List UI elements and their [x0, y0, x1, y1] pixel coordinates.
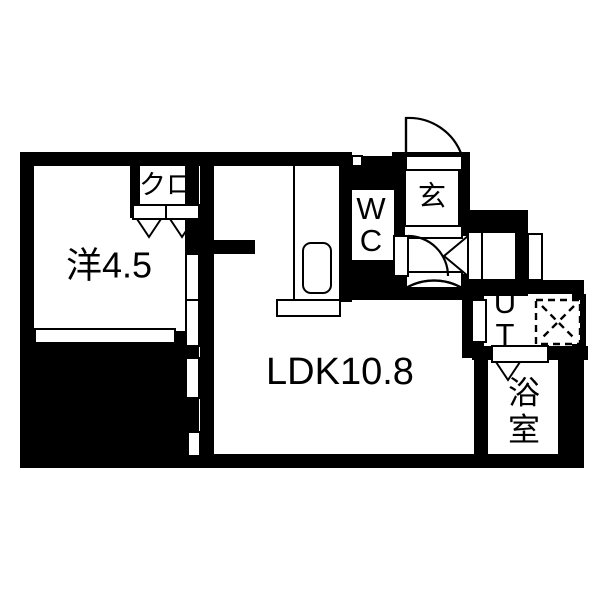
utility-label-line2: T	[496, 317, 515, 352]
closet-label: クロ	[139, 170, 193, 200]
washing-machine-x-icon	[541, 305, 575, 339]
toilet-floor	[350, 190, 394, 260]
ldk-label: LDK10.8	[266, 351, 414, 393]
ldk-upper-notch	[214, 166, 294, 236]
closet-door-panel-right[interactable]	[165, 204, 200, 220]
kitchen-sink-icon	[302, 242, 332, 294]
room-interiors	[34, 159, 572, 454]
wall-wc-bottom	[340, 260, 406, 274]
bathroom-label-line2: 室	[508, 411, 540, 447]
bathroom-door-arrow	[495, 361, 521, 382]
room-sliding-door-bottom[interactable]	[185, 357, 200, 399]
wall-corridor-right	[516, 232, 528, 282]
genkan-label: 玄	[418, 180, 446, 211]
western-room-label: 洋4.5	[66, 245, 152, 286]
wall-bath-right	[558, 356, 584, 468]
entrance-door-leaf[interactable]	[405, 155, 463, 171]
entrance-door-swing-arc	[404, 116, 464, 157]
utility-door-slot[interactable]	[471, 299, 487, 343]
closet-door-arrow-right	[169, 218, 195, 239]
wall-bath-bottom	[474, 454, 584, 468]
wall-closet-left	[130, 166, 140, 211]
toilet-door-leaf[interactable]	[393, 235, 409, 277]
closet-door-panel-left[interactable]	[132, 204, 167, 220]
wall-bath-left	[474, 356, 488, 468]
shoe-cabinet-box	[467, 231, 483, 281]
genkan-step	[403, 225, 463, 239]
openings	[34, 116, 582, 457]
ldk-top-notch	[351, 155, 363, 167]
wall-ldk-top	[199, 152, 352, 166]
wall-stub-ldk	[199, 240, 255, 254]
toilet-door-swing-arc	[407, 234, 450, 277]
wall-ldk-bottom	[199, 454, 489, 468]
bathroom-floor	[488, 358, 558, 454]
genkan-floor	[404, 168, 462, 226]
toilet-label-line1: W	[356, 191, 386, 226]
hallway-opening	[481, 231, 517, 281]
closet-door-arrow-left	[136, 218, 162, 239]
wall-kitchen-right	[340, 152, 352, 302]
bathroom-label-line1: 浴	[508, 374, 540, 410]
ldk-bottom-slot	[187, 431, 201, 457]
corridor-slot	[527, 233, 543, 281]
shoe-cabinet-arrow-icon	[442, 235, 469, 277]
toilet-label-line2: C	[360, 223, 382, 258]
kitchen-counter	[293, 159, 341, 301]
room-sliding-door-lower[interactable]	[185, 299, 200, 347]
wall-genkan-left	[394, 156, 406, 186]
room-labels: 洋4.5 クロ LDK10.8 W C 玄 U T 浴 室	[66, 170, 540, 447]
kitchen-counter-front	[276, 299, 341, 317]
wall-corridor-top	[458, 210, 528, 234]
interior-walls	[130, 152, 588, 468]
utility-label-line1: U	[494, 285, 516, 320]
wall-wc-top	[340, 178, 406, 190]
room-sliding-door-upper[interactable]	[185, 253, 200, 301]
ldk-lower-right	[214, 300, 474, 454]
window-western-room	[34, 328, 176, 344]
genkan-inner-door-arc2	[405, 279, 463, 289]
